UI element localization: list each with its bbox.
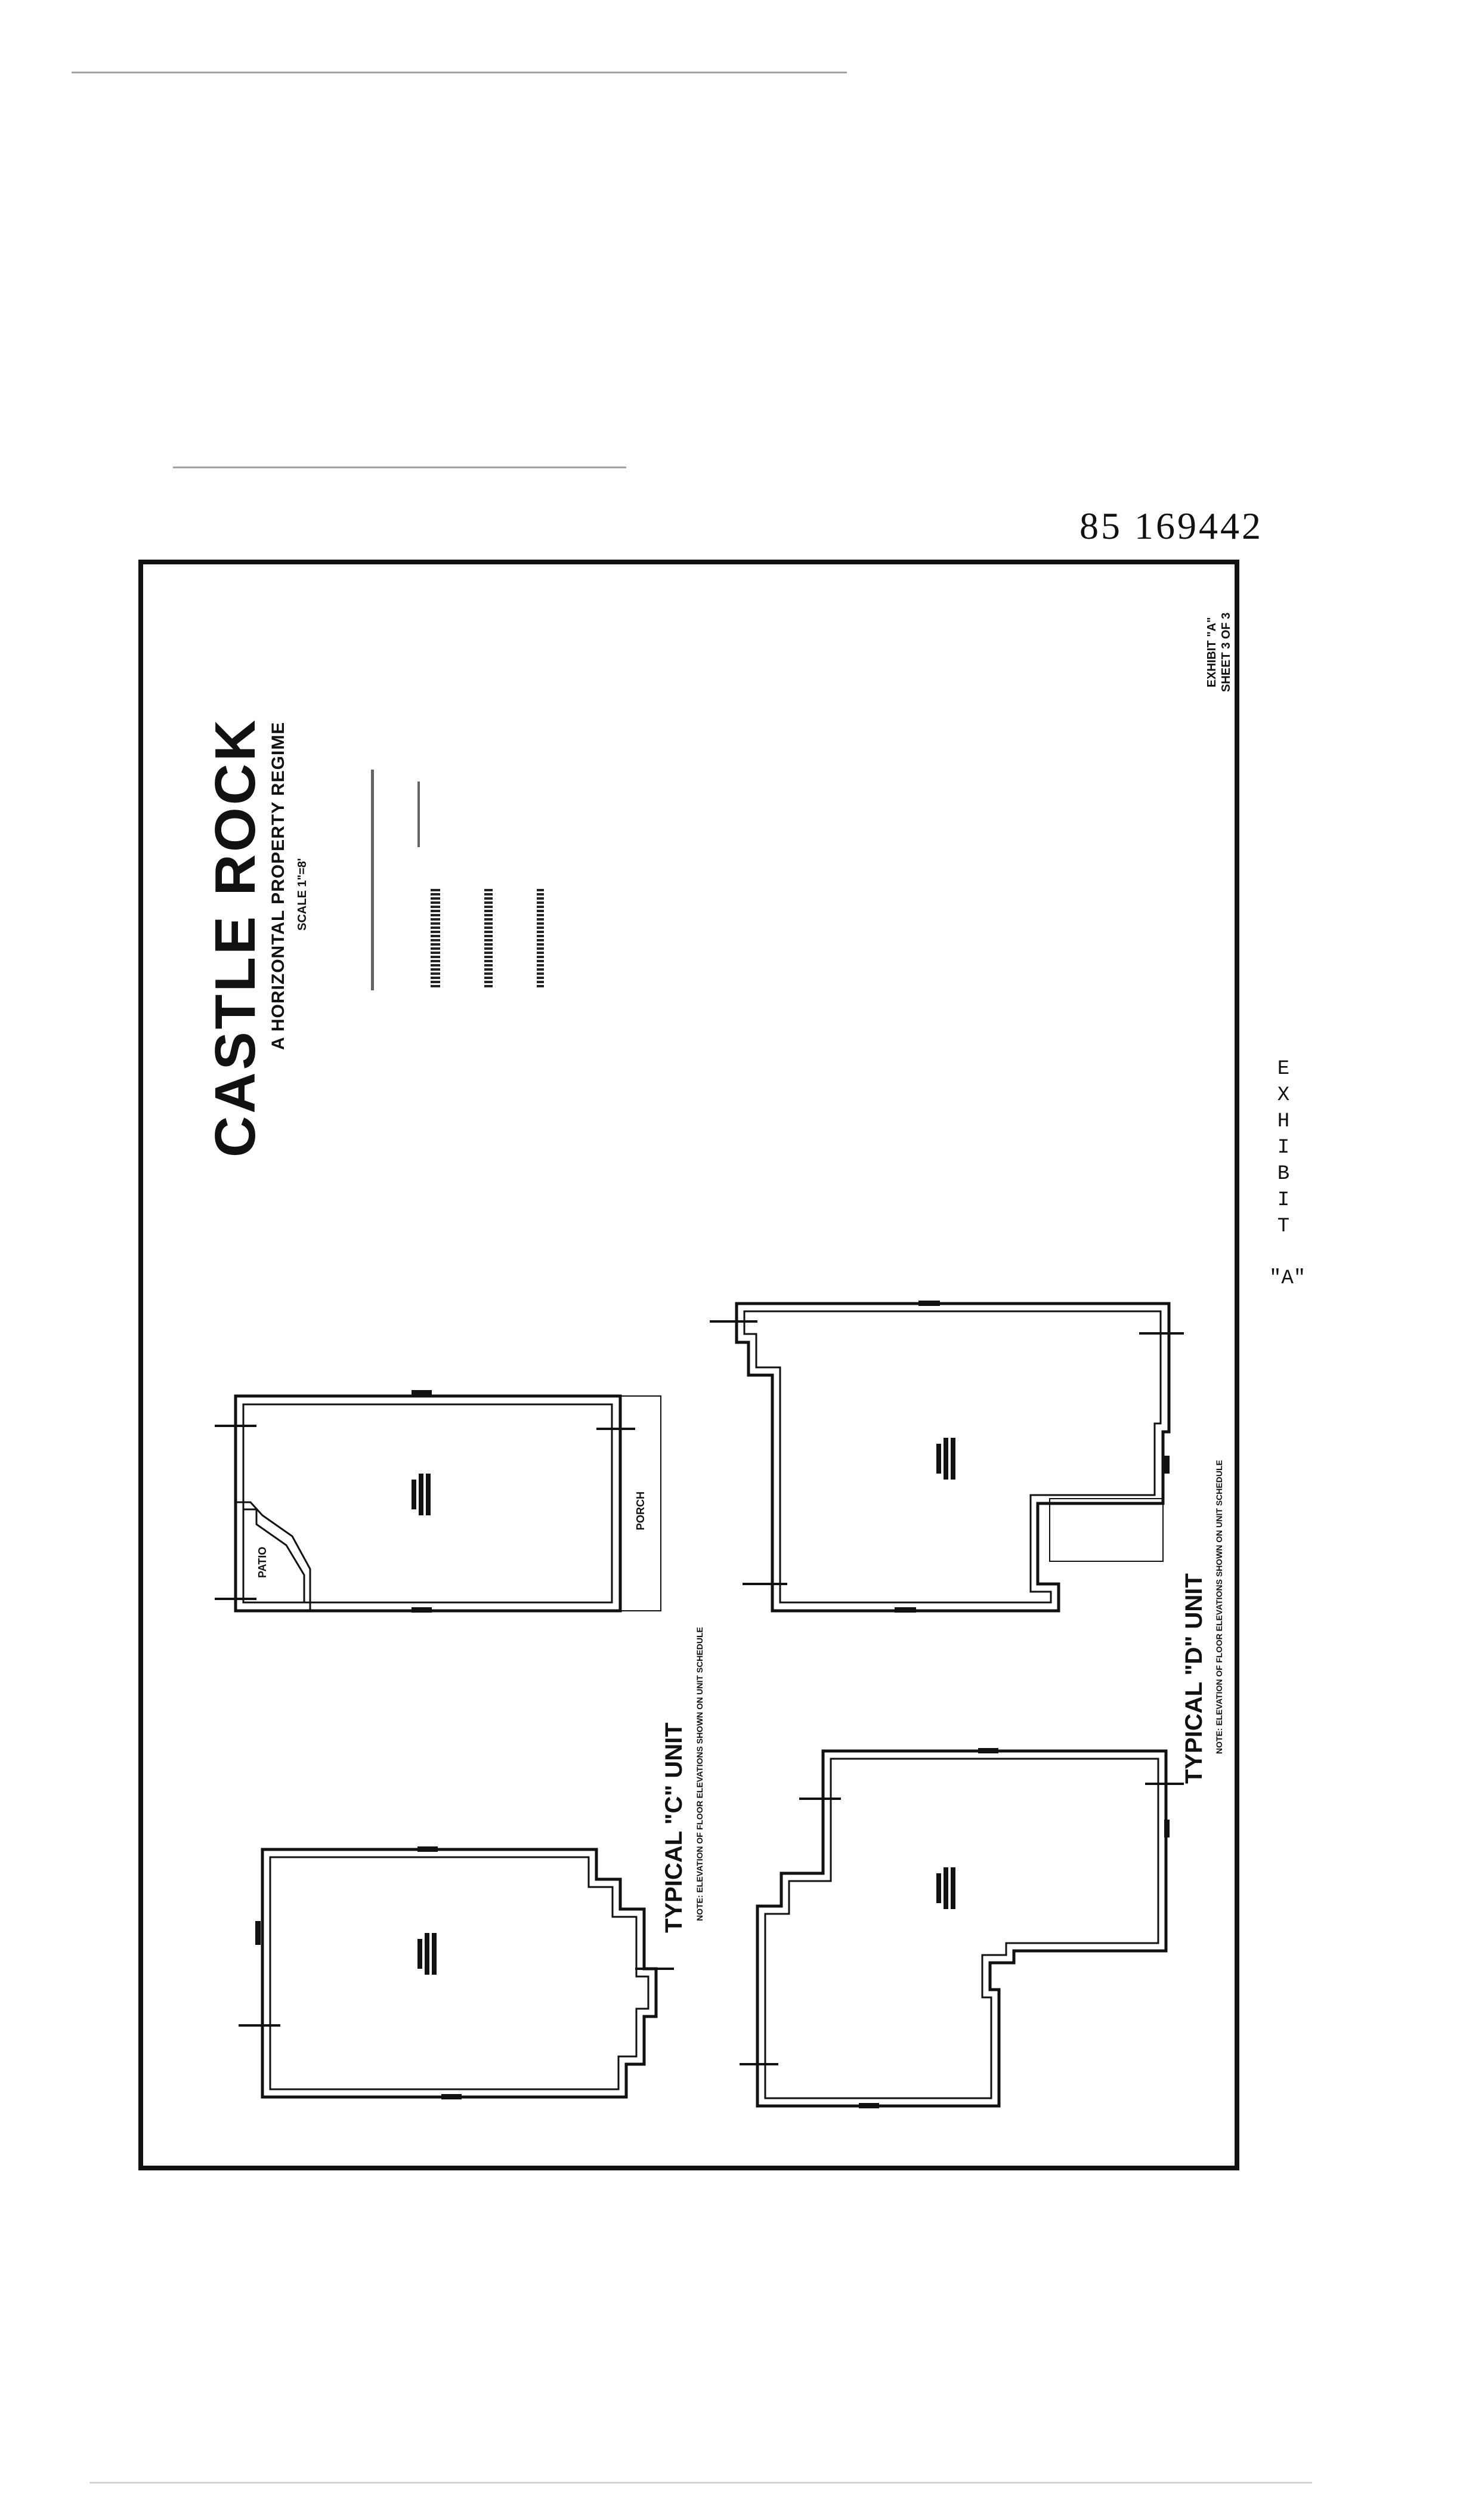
exhibit-letter: I: [1277, 1189, 1290, 1212]
exhibit-letter: X: [1277, 1084, 1290, 1107]
drawing-frame: [138, 560, 1239, 2170]
exhibit-letter: H: [1277, 1110, 1290, 1133]
scan-artifact-mid: [173, 467, 626, 468]
scan-artifact-top: [72, 72, 847, 73]
plan-unit-c-upper: [234, 1394, 661, 1613]
exhibit-letter: T: [1277, 1215, 1290, 1238]
typical-d-label: TYPICAL "D" UNIT: [1181, 1573, 1207, 1784]
plan-unit-d-lower: [756, 1749, 1168, 2108]
scan-artifact-bottom: [89, 2482, 1312, 2484]
patio-label: PATIO: [256, 1546, 268, 1578]
plan-unit-c-lower: [261, 1848, 658, 2099]
typical-c-label: TYPICAL "C" UNIT: [661, 1722, 687, 1933]
typical-c-note: NOTE: ELEVATION OF FLOOR ELEVATIONS SHOW…: [695, 1627, 704, 1921]
porch-label: PORCH: [635, 1491, 647, 1530]
typical-d-note: NOTE: ELEVATION OF FLOOR ELEVATIONS SHOW…: [1214, 1460, 1224, 1754]
exhibit-label: E X H I B I T: [1270, 1056, 1297, 1240]
exhibit-letter: I: [1277, 1137, 1290, 1159]
exhibit-tag: "A": [1269, 1267, 1306, 1290]
document-number: 85 169442: [1079, 505, 1263, 547]
exhibit-letter: E: [1277, 1058, 1290, 1080]
exhibit-letter: B: [1277, 1163, 1290, 1185]
plan-unit-d-upper: [735, 1302, 1171, 1613]
